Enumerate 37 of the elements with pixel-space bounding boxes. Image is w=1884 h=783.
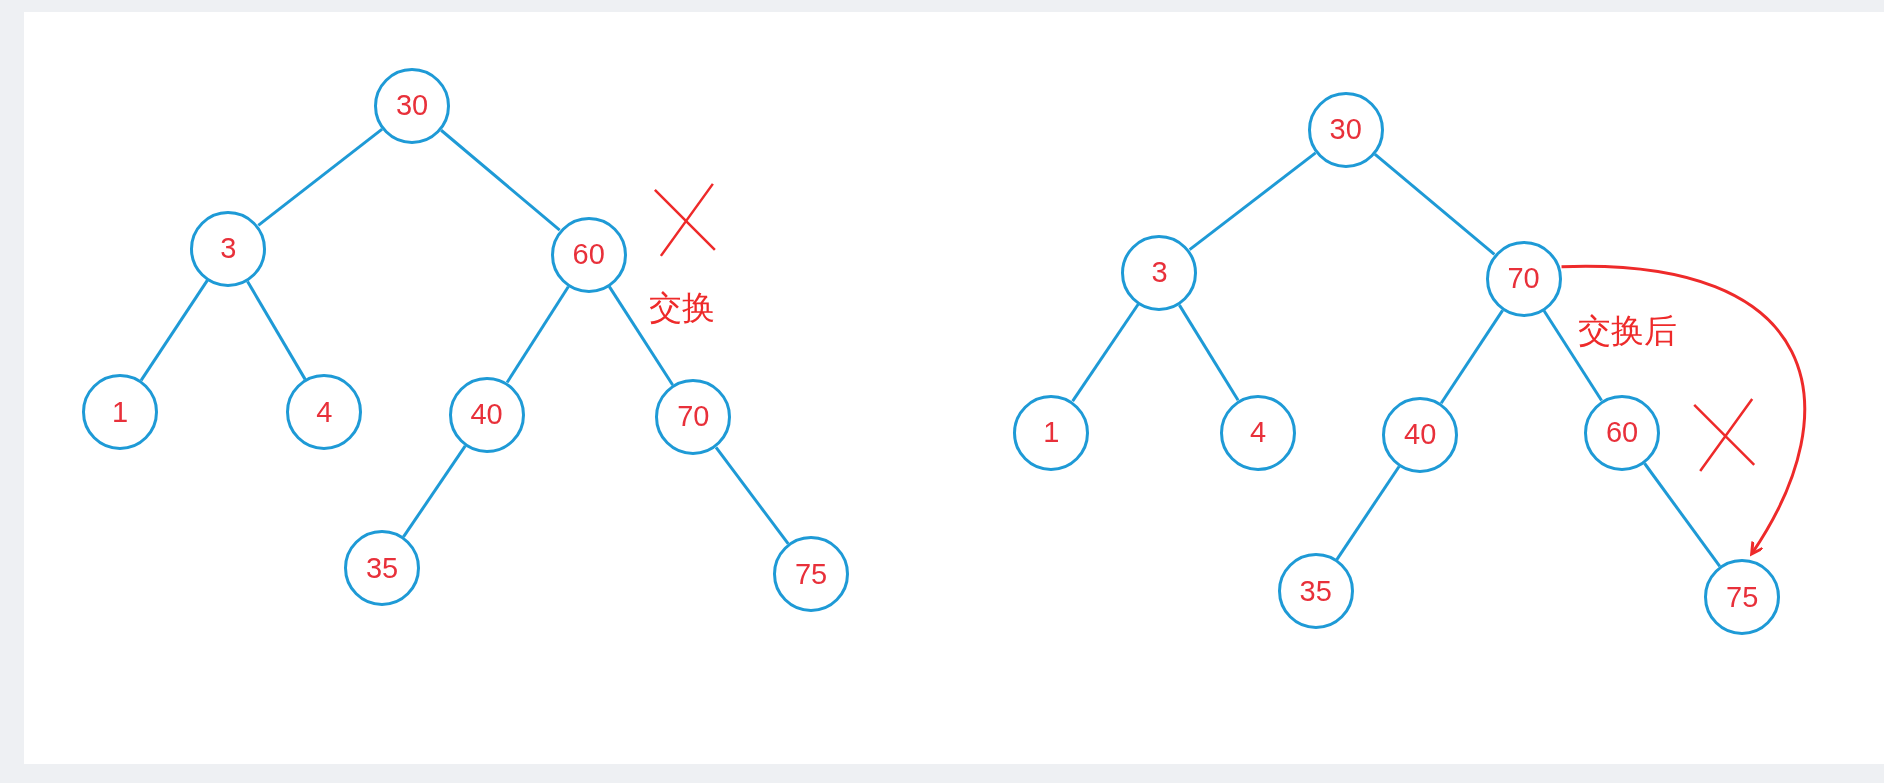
tree-edge — [1643, 462, 1722, 568]
tree-edge — [1071, 303, 1140, 402]
tree-edge — [505, 285, 570, 384]
tree-edge — [1335, 465, 1401, 561]
node-value: 3 — [1151, 256, 1168, 290]
arrow — [1561, 265, 1807, 556]
node-value: 40 — [470, 398, 503, 431]
node-value: 1 — [112, 395, 129, 429]
tree-edge — [257, 127, 384, 227]
node-value: 30 — [396, 89, 429, 123]
node-value: 60 — [572, 238, 605, 272]
tree-edge — [402, 445, 467, 538]
node-value: 30 — [1329, 113, 1362, 147]
tree-edge — [1542, 309, 1603, 402]
node-value: 3 — [220, 232, 237, 266]
node-value: 70 — [1507, 262, 1540, 296]
annotation-text: 交换后 — [1577, 310, 1677, 351]
annotation-text: 交换 — [648, 287, 715, 328]
node-value: 40 — [1404, 418, 1437, 452]
tree-edge — [714, 446, 790, 545]
tree-edge — [246, 280, 307, 381]
node-value: 75 — [1726, 580, 1759, 614]
node-value: 75 — [794, 557, 828, 591]
tree-edge — [1439, 309, 1504, 405]
tree-edge — [608, 285, 674, 386]
node-value: 35 — [1299, 574, 1332, 608]
tree-edge — [1188, 151, 1317, 251]
tree-edge — [440, 129, 561, 232]
tree-edge — [139, 279, 209, 382]
tree-edge — [1373, 153, 1496, 256]
node-value: 70 — [677, 400, 710, 434]
node-value: 4 — [1249, 416, 1267, 450]
tree-edge — [1178, 304, 1240, 401]
node-value: 35 — [365, 551, 399, 585]
node-value: 1 — [1043, 416, 1060, 450]
node-value: 60 — [1605, 416, 1639, 450]
node-value: 4 — [316, 395, 333, 429]
